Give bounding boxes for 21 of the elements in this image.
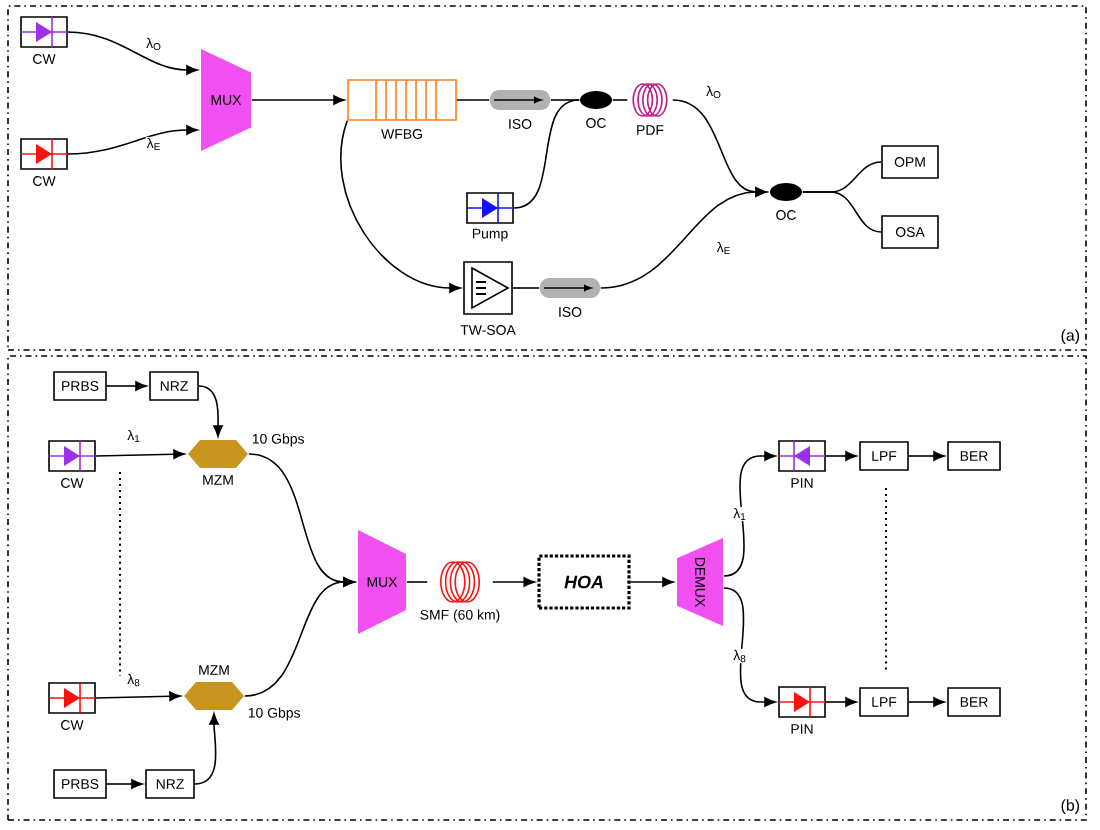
arrow [67, 125, 198, 155]
arrow [67, 31, 198, 75]
arrow [825, 451, 857, 461]
arrow [825, 697, 857, 707]
arrow [251, 95, 345, 105]
arrow [95, 449, 185, 460]
arrow [600, 187, 767, 289]
arrow [629, 577, 674, 587]
arrow [106, 779, 143, 789]
amplifier-box: HOA [537, 554, 631, 610]
arrow [723, 451, 776, 577]
arrow [198, 385, 223, 437]
arrow [106, 381, 147, 391]
arrow [908, 697, 945, 707]
arrow [723, 587, 776, 707]
arrow [908, 451, 945, 461]
arrow [340, 120, 461, 293]
arrow [492, 577, 536, 587]
arrow [95, 691, 181, 702]
arrow [244, 577, 355, 697]
arrow [194, 713, 219, 785]
